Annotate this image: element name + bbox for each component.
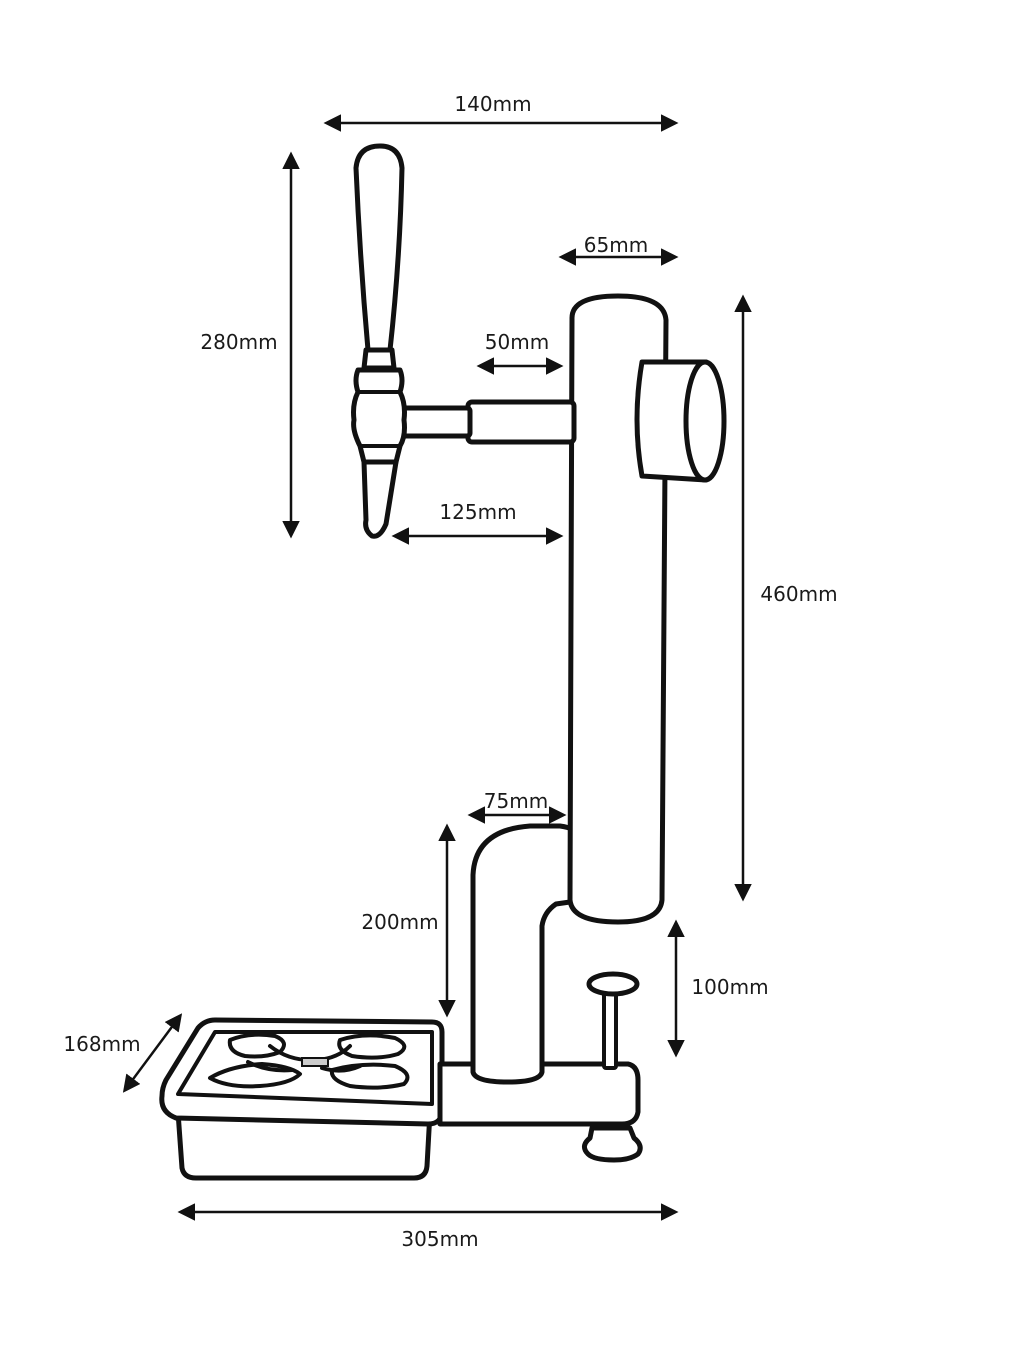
label-riser-height: 200mm <box>361 910 438 934</box>
label-tray-depth: 168mm <box>63 1032 140 1056</box>
drip-tray-recess <box>176 1030 434 1106</box>
tap-valve-body <box>351 367 407 465</box>
label-tap-height: 280mm <box>200 330 277 354</box>
label-arm-length: 50mm <box>485 330 549 354</box>
drip-tray-rim <box>159 1017 445 1127</box>
label-column-height: 460mm <box>760 582 837 606</box>
drip-tray-basin <box>175 1109 433 1181</box>
tap-arm-shank <box>393 405 473 439</box>
tower-column <box>567 293 727 925</box>
label-top-width: 140mm <box>454 92 531 116</box>
label-base-height: 100mm <box>691 975 768 999</box>
tap-spout <box>361 459 399 539</box>
label-spout-offset: 125mm <box>439 500 516 524</box>
column-medallion-face <box>683 359 727 483</box>
label-elbow-width: 75mm <box>484 789 548 813</box>
base-knob-post <box>602 990 618 1070</box>
base-foot <box>582 1125 643 1163</box>
tap-arm-collar <box>465 399 577 445</box>
tap-assembly <box>351 143 577 539</box>
dimension-labels: 140mm 280mm 65mm 50mm 125mm 460mm 75mm 2… <box>63 92 837 1251</box>
label-column-width: 65mm <box>584 233 648 257</box>
dim-line-tray-depth <box>122 1013 183 1093</box>
label-overall-width: 305mm <box>401 1227 478 1251</box>
base-knob-cap <box>586 971 640 997</box>
tap-handle-neck <box>361 347 397 371</box>
drip-tray-grille <box>208 1032 410 1090</box>
dimension-lines <box>122 114 752 1221</box>
tap-handle <box>353 143 405 353</box>
drip-tray <box>159 1017 445 1181</box>
